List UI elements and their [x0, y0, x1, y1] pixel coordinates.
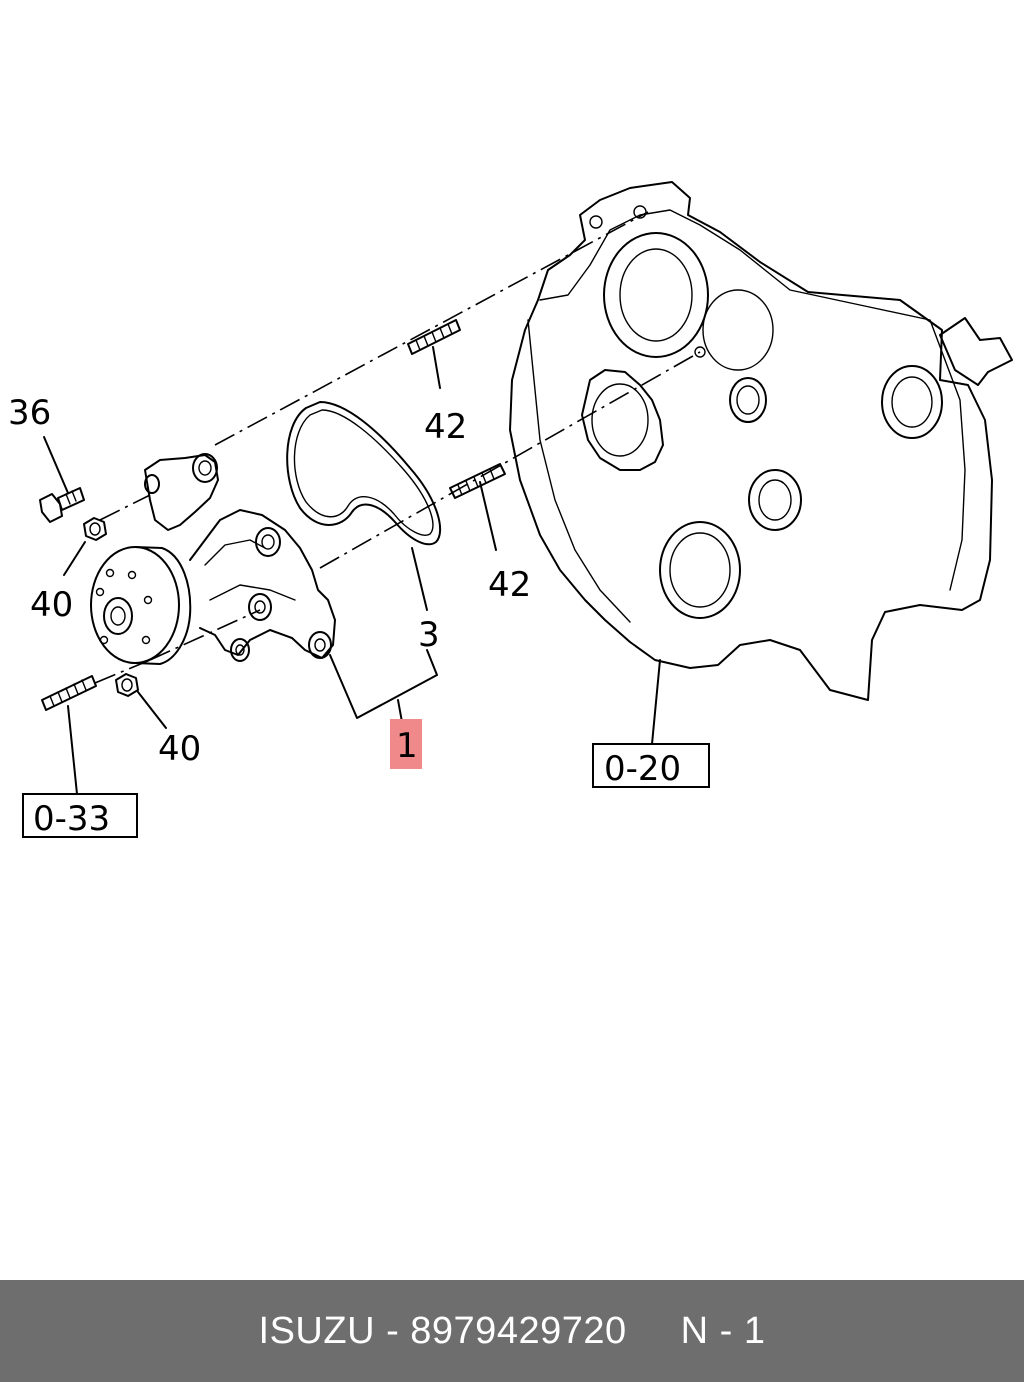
exploded-parts-diagram: 36 40 40 42 42 3 1 0-33 0-20: [8, 181, 1013, 839]
ref-label-0-20: 0-20: [604, 749, 681, 789]
callouts: 36 40 40 42 42 3 1: [8, 393, 531, 769]
footer-bar: ISUZU - 8979429720 N - 1: [0, 1280, 1024, 1382]
nut-lower: [115, 673, 139, 697]
water-pump-gasket: [286, 401, 442, 546]
reference-boxes: 0-33 0-20: [22, 743, 710, 839]
bolt: [39, 487, 85, 523]
callout-42-lower: 42: [488, 565, 531, 605]
alignment-lines: [94, 211, 701, 684]
stud-upper: [407, 319, 461, 355]
fasteners: [39, 319, 506, 711]
water-pump: [90, 453, 336, 665]
ref-box-0-20: [592, 743, 710, 788]
stud-lower: [449, 463, 506, 499]
stud-left: [41, 675, 97, 711]
callout-40-upper: 40: [30, 585, 73, 625]
footer-brand-part-number: ISUZU - 8979429720: [258, 1309, 627, 1352]
ref-label-0-33: 0-33: [33, 799, 110, 839]
footer-position: N - 1: [680, 1309, 766, 1352]
callout-3: 3: [418, 615, 440, 655]
leader-lines: [43, 346, 661, 795]
timing-gear-case: [509, 181, 1013, 701]
ref-box-0-33: [22, 793, 138, 838]
callout-36: 36: [8, 393, 51, 433]
nut-upper: [83, 517, 107, 541]
callout-40-lower: 40: [158, 729, 201, 769]
callout-1-highlight: [390, 719, 422, 769]
callout-42-upper: 42: [424, 407, 467, 447]
callout-1: 1: [396, 726, 418, 766]
